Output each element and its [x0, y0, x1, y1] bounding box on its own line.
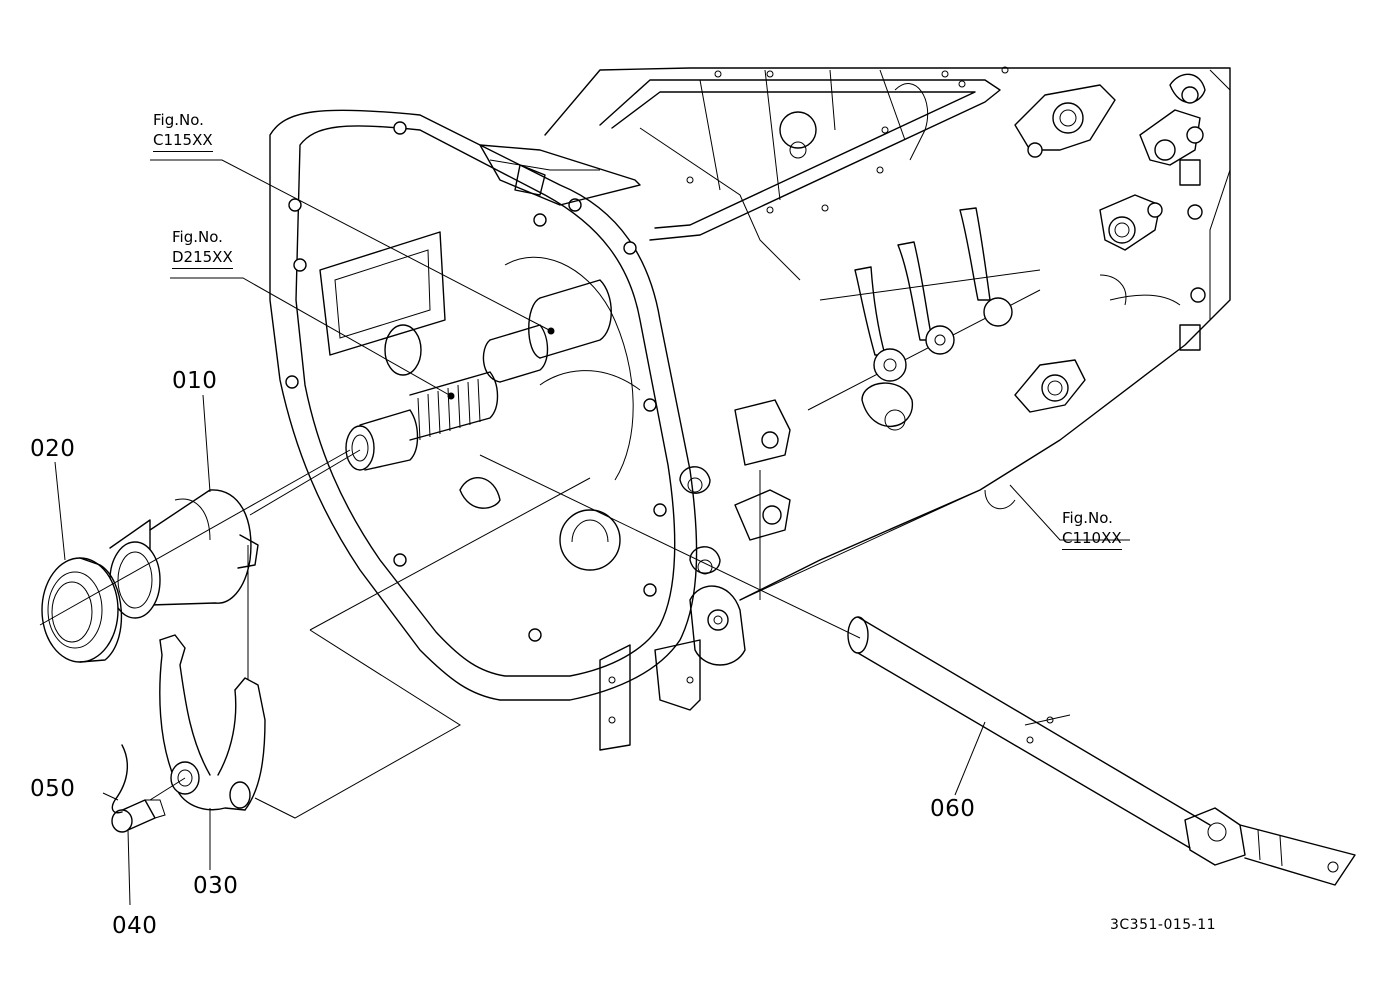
leader-lines [39, 159, 1130, 906]
figure-ref-c110xx: Fig.No. C110XX [1062, 508, 1122, 550]
lock-wire-050 [111, 744, 128, 814]
part-number-040: 040 [112, 913, 158, 939]
drawing-id: 3C351-015-11 [1110, 917, 1217, 933]
part-number-020: 020 [30, 436, 76, 462]
part-number-050: 050 [30, 776, 76, 802]
part-number-030: 030 [193, 873, 239, 899]
part-number-010: 010 [172, 368, 218, 394]
figure-ref-prefix: Fig.No. [1062, 509, 1113, 527]
figure-ref-d215xx: Fig.No. D215XX [172, 227, 233, 269]
release-bearing-020 [41, 557, 123, 663]
figure-ref-code: D215XX [172, 247, 233, 269]
figure-ref-c115xx: Fig.No. C115XX [153, 110, 213, 152]
release-hub-010 [109, 489, 259, 619]
figure-ref-prefix: Fig.No. [153, 111, 204, 129]
set-bolt-040 [111, 799, 166, 833]
figure-ref-code: C115XX [153, 130, 213, 152]
figure-ref-code: C110XX [1062, 528, 1122, 550]
input-shaft [345, 279, 612, 471]
transmission-housing [544, 66, 1231, 751]
part-number-060: 060 [930, 796, 976, 822]
release-shaft-060 [847, 616, 1356, 886]
figure-ref-prefix: Fig.No. [172, 228, 223, 246]
clutch-housing-flange [269, 109, 698, 701]
